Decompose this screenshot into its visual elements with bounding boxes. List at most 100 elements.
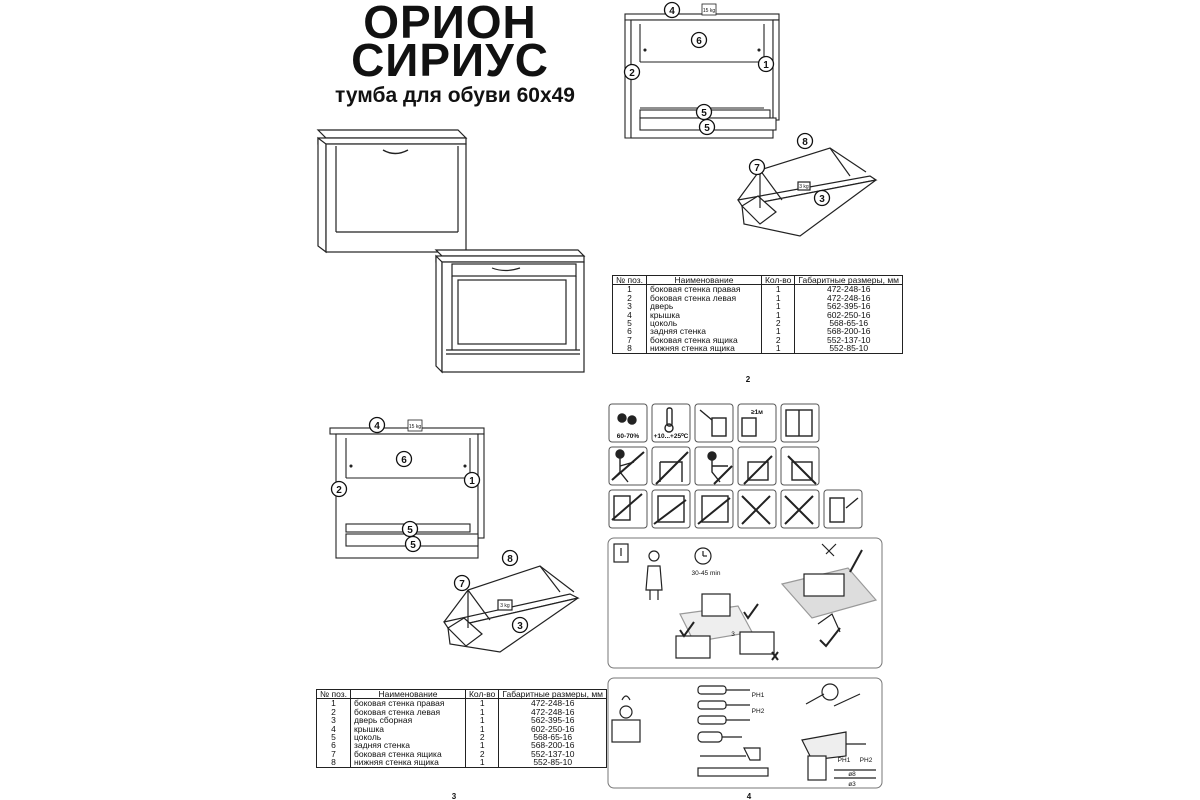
callout-4-p3: 4 xyxy=(374,421,380,432)
cell-size: 562-395-16 xyxy=(794,302,904,311)
cell-size: 568-200-16 xyxy=(498,741,608,750)
cell-name: нижняя стенка ящика xyxy=(645,344,762,354)
callout-2-p3: 2 xyxy=(336,485,342,496)
tool-ph2-label: PH2 xyxy=(752,708,765,715)
page-number-4: 4 xyxy=(747,792,752,800)
callout-5a: 5 xyxy=(701,108,707,119)
callout-6: 6 xyxy=(696,36,702,47)
cell-size: 472-248-16 xyxy=(794,284,904,294)
cell-qty: 2 xyxy=(464,733,500,741)
cell-qty: 1 xyxy=(760,310,796,319)
cell-size: 568-65-16 xyxy=(498,733,608,741)
weight-15kg-label: 15 kg xyxy=(703,8,715,14)
callout-7: 7 xyxy=(754,163,760,174)
col-dimensions: Габаритные размеры, мм xyxy=(794,274,904,286)
col-dimensions: Габаритные размеры, мм xyxy=(498,688,608,700)
weight-3kg-label-p3: 3 kg xyxy=(500,603,510,609)
drill-ph1-label: PH1 xyxy=(838,757,851,764)
parts-table-page2: № поз. Наименование Кол-во Габаритные ра… xyxy=(612,274,904,354)
callout-6-p3: 6 xyxy=(401,455,407,466)
cell-qty: 1 xyxy=(464,724,500,733)
cell-qty: 1 xyxy=(464,698,500,708)
callout-8-p3: 8 xyxy=(507,554,513,565)
cell-qty: 1 xyxy=(760,293,796,302)
assembly-time-label: 30-45 min xyxy=(692,570,721,577)
product-title-line1: ОРИОН xyxy=(363,0,537,48)
callout-3-p3: 3 xyxy=(517,621,523,632)
weight-3kg-label: 3 kg xyxy=(799,184,809,190)
cell-qty: 1 xyxy=(760,284,796,294)
humidity-label: 60-70% xyxy=(617,433,640,440)
product-title-line2: СИРИУС xyxy=(351,34,549,86)
callout-3: 3 xyxy=(819,194,825,205)
callout-8: 8 xyxy=(802,137,808,148)
product-subtitle: тумба для обуви 60х49 xyxy=(335,84,575,107)
col-qty: Кол-во xyxy=(464,688,500,700)
cell-size: 552-85-10 xyxy=(794,344,904,354)
drill-bit-3-label: ø3 xyxy=(848,781,856,788)
weight-15kg-label-p3: 15 kg xyxy=(409,424,421,430)
cell-qty: 1 xyxy=(464,716,500,725)
cell-size: 602-250-16 xyxy=(794,310,904,319)
cell-pos: 8 xyxy=(316,758,351,768)
cabinet-closed-drawing xyxy=(316,129,468,254)
cell-qty: 1 xyxy=(760,327,796,336)
callout-2: 2 xyxy=(629,68,635,79)
page-number-3: 3 xyxy=(452,792,457,800)
tools-box xyxy=(607,677,883,789)
cell-qty: 1 xyxy=(760,344,796,354)
drawer-assembly-page2 xyxy=(736,147,878,237)
cell-size: 472-248-16 xyxy=(498,698,608,708)
callout-5b: 5 xyxy=(704,123,710,134)
cell-qty: 1 xyxy=(464,758,500,768)
temperature-label: +10...+25⁰C xyxy=(654,432,689,440)
callout-4: 4 xyxy=(669,6,675,17)
distance-label: ≥1м xyxy=(751,409,763,416)
cell-qty: 2 xyxy=(760,335,796,344)
tool-ph1-label: PH1 xyxy=(752,692,765,699)
cabinet-open-drawing xyxy=(434,249,586,374)
cell-size: 562-395-16 xyxy=(498,716,608,725)
cell-size: 552-137-10 xyxy=(498,749,608,758)
assembly-safety-drawings xyxy=(613,543,878,661)
callout-5a-p3: 5 xyxy=(407,525,413,536)
cell-size: 568-65-16 xyxy=(794,319,904,327)
callout-1-p3: 1 xyxy=(469,476,475,487)
cell-size: 472-248-16 xyxy=(794,293,904,302)
assembly-weight-label: 3 xyxy=(731,631,735,638)
cell-size: 568-200-16 xyxy=(794,327,904,336)
cell-qty: 2 xyxy=(464,749,500,758)
cell-qty: 1 xyxy=(464,707,500,716)
callout-7-p3: 7 xyxy=(459,579,465,590)
cell-name: нижняя стенка ящика xyxy=(349,758,466,768)
drill-ph2-label: PH2 xyxy=(860,757,873,764)
cell-size: 602-250-16 xyxy=(498,724,608,733)
tools-drawings xyxy=(611,683,876,781)
callout-5b-p3: 5 xyxy=(410,540,416,551)
cell-qty: 1 xyxy=(464,741,500,750)
cell-pos: 8 xyxy=(612,344,647,354)
care-icon-drawings xyxy=(611,407,859,525)
cell-size: 552-85-10 xyxy=(498,758,608,768)
col-qty: Кол-во xyxy=(760,274,796,286)
care-icons-grid xyxy=(608,403,863,529)
drill-bit-8-label: ø8 xyxy=(848,771,856,778)
cell-size: 472-248-16 xyxy=(498,707,608,716)
parts-table-page3: № поз. Наименование Кол-во Габаритные ра… xyxy=(316,688,608,768)
